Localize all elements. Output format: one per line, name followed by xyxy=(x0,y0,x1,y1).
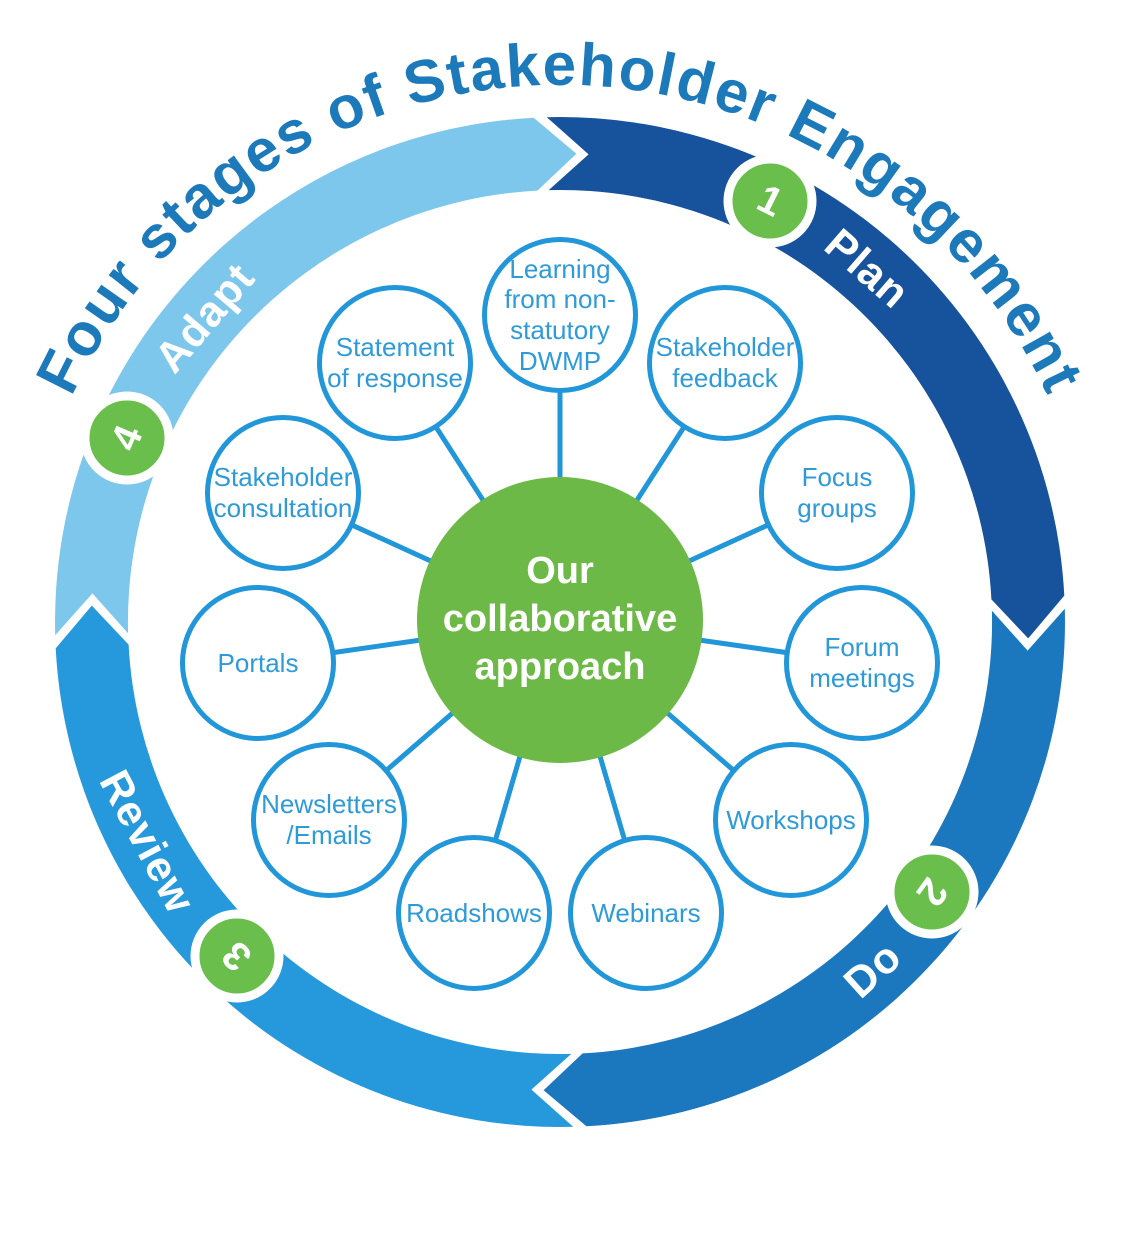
satellite-label: Portals xyxy=(217,647,299,678)
stage-badge-2: 2 xyxy=(885,845,979,939)
satellite-label: Learning from non-statutory DWMP xyxy=(504,253,616,376)
stage-badge-2-circle xyxy=(885,845,979,939)
satellite-circle-9: Portals xyxy=(180,585,336,741)
satellite-circle-8: Newsletters /Emails xyxy=(251,742,407,898)
satellite-circle-10: Stakeholder consultation xyxy=(205,415,361,571)
satellite-label: Webinars xyxy=(591,897,701,928)
satellite-circle-11: Statement of response xyxy=(317,285,473,441)
satellite-label: Newsletters /Emails xyxy=(261,789,397,850)
stage-badge-1: 1 xyxy=(723,154,817,248)
satellite-circle-2: Stakeholder feedback xyxy=(647,285,803,441)
stage-badge-3: 3 xyxy=(190,909,284,1003)
satellite-label: Roadshows xyxy=(406,897,542,928)
satellite-circle-4: Forum meetings xyxy=(784,585,940,741)
arc-review xyxy=(55,605,574,1127)
stage-ring xyxy=(55,117,1065,1127)
stage-badge-1-circle xyxy=(723,154,817,248)
satellite-label: Stakeholder consultation xyxy=(213,462,353,523)
satellite-circle-6: Webinars xyxy=(568,835,724,991)
satellite-circle-5: Workshops xyxy=(713,742,869,898)
satellite-circle-7: Roadshows xyxy=(396,835,552,991)
center-circle-label: Our collaborative approach xyxy=(442,550,678,688)
stage-badge-4-circle xyxy=(80,391,174,485)
satellite-circle-3: Focus groups xyxy=(759,415,915,571)
arc-adapt xyxy=(55,117,577,636)
satellite-label: Forum meetings xyxy=(809,632,915,693)
satellite-circle-1: Learning from non-statutory DWMP xyxy=(482,237,638,393)
stage-badge-4: 4 xyxy=(80,391,174,485)
satellite-label: Statement of response xyxy=(327,332,463,393)
stage-badge-3-circle xyxy=(190,909,284,1003)
satellite-label: Focus groups xyxy=(797,462,877,523)
satellite-label: Workshops xyxy=(726,804,856,835)
center-circle: Our collaborative approach xyxy=(417,477,703,763)
satellite-label: Stakeholder feedback xyxy=(655,332,795,393)
